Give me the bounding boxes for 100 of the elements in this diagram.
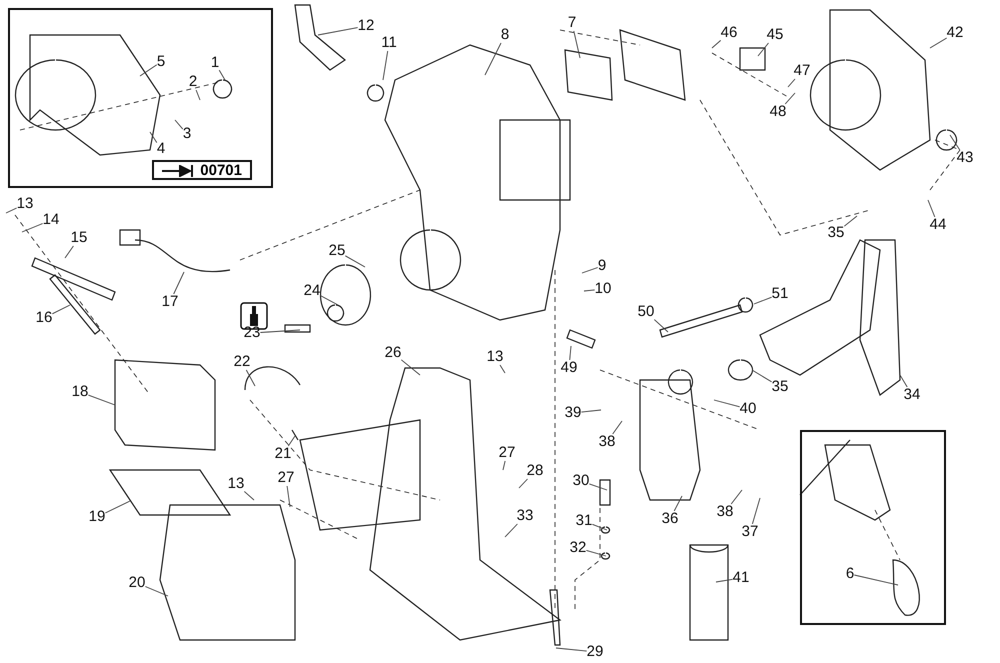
callout-number: 10 [594, 281, 612, 297]
leader-line [654, 319, 668, 332]
leader-line [588, 483, 608, 490]
leader-line [569, 346, 572, 360]
callout-number: 41 [732, 570, 750, 586]
leader-line [844, 216, 858, 227]
leader-line [584, 289, 596, 292]
callout-number: 39 [564, 405, 582, 421]
leader-line [580, 410, 602, 413]
leader-line [400, 359, 420, 376]
leader-line [52, 304, 70, 314]
callout-number: 35 [828, 225, 844, 241]
leader-line [218, 70, 226, 80]
leader-line [64, 246, 74, 258]
leader-line [246, 370, 256, 386]
leader-line [344, 255, 366, 268]
leader-line [88, 394, 116, 406]
leader-line [502, 460, 506, 470]
callout-number: 11 [381, 35, 397, 51]
leader-line [788, 78, 796, 88]
callout-number: 34 [904, 387, 920, 403]
callout-number: 43 [956, 150, 974, 166]
leader-line [286, 486, 290, 508]
callout-number: 13 [486, 349, 504, 365]
callout-number: 19 [88, 509, 106, 525]
callout-number: 49 [560, 360, 578, 376]
leader-line [612, 420, 622, 434]
leader-line [784, 92, 796, 104]
callout-number: 46 [720, 25, 738, 41]
leader-line [6, 208, 18, 214]
callout-number: 47 [794, 63, 810, 79]
callout-number: 31 [576, 513, 592, 529]
leader-line [714, 400, 740, 408]
leader-line [752, 370, 772, 382]
callout-number: 29 [586, 644, 604, 660]
leader-line [173, 272, 184, 294]
leader-line [150, 132, 158, 144]
callout-number: 26 [384, 345, 402, 361]
callout-number: 48 [770, 104, 786, 120]
leader-line [754, 296, 772, 304]
callout-number: 27 [498, 445, 516, 461]
leader-line [500, 364, 506, 374]
callout-number: 22 [234, 354, 250, 370]
leader-line [196, 90, 200, 100]
callout-number: 42 [946, 25, 964, 41]
callout-number: 17 [162, 294, 178, 310]
leader-line [320, 295, 338, 306]
callout-number: 51 [772, 286, 788, 302]
callout-number: 18 [72, 384, 88, 400]
callout-number: 13 [16, 196, 34, 212]
callout-number: 1 [210, 55, 220, 71]
callout-number: 24 [304, 283, 320, 299]
callout-number: 44 [930, 217, 946, 233]
leader-line [950, 134, 960, 150]
leader-line [484, 42, 502, 76]
leader-line [752, 498, 760, 524]
leader-line [318, 27, 358, 36]
leader-line [260, 330, 300, 333]
callout-number: 33 [516, 508, 534, 524]
callout-number: 20 [128, 575, 146, 591]
leader-line [716, 578, 734, 582]
leader-line [556, 648, 588, 652]
leader-line [586, 550, 606, 556]
leader-line [518, 478, 528, 488]
leader-line [288, 436, 296, 446]
callout-number: 9 [598, 258, 606, 274]
leader-line [174, 120, 184, 130]
leader-line [674, 496, 682, 512]
leader-line [244, 490, 254, 500]
leader-line [900, 374, 908, 388]
callout-number: 27 [278, 470, 294, 486]
reference-number: 00701 [200, 162, 242, 178]
callout-number: 32 [570, 540, 586, 556]
leader-line [382, 50, 388, 80]
leader-line [573, 30, 580, 58]
inset-frame [800, 430, 946, 625]
leader-line [730, 490, 742, 504]
callout-number: 40 [740, 401, 756, 417]
leader-line [504, 524, 518, 538]
callout-number: 5 [156, 54, 166, 70]
callout-number: 28 [526, 463, 544, 479]
callout-number: 35 [772, 379, 788, 395]
leader-line [930, 38, 948, 48]
leader-line [140, 64, 158, 76]
callout-number: 6 [846, 566, 854, 582]
leader-line [712, 40, 722, 48]
callout-number: 36 [662, 511, 678, 527]
callout-number: 4 [156, 141, 166, 157]
callout-number: 8 [500, 27, 510, 43]
callout-number: 45 [766, 27, 784, 43]
callout-number: 15 [70, 230, 88, 246]
callout-number: 50 [638, 304, 654, 320]
callout-number: 2 [188, 74, 198, 90]
leader-line [582, 267, 598, 274]
callout-number: 3 [182, 126, 192, 142]
callout-number: 13 [228, 476, 244, 492]
inset-frame [8, 8, 273, 188]
callout-number: 38 [716, 504, 734, 520]
leader-line [144, 586, 168, 596]
reference-label [152, 160, 252, 180]
